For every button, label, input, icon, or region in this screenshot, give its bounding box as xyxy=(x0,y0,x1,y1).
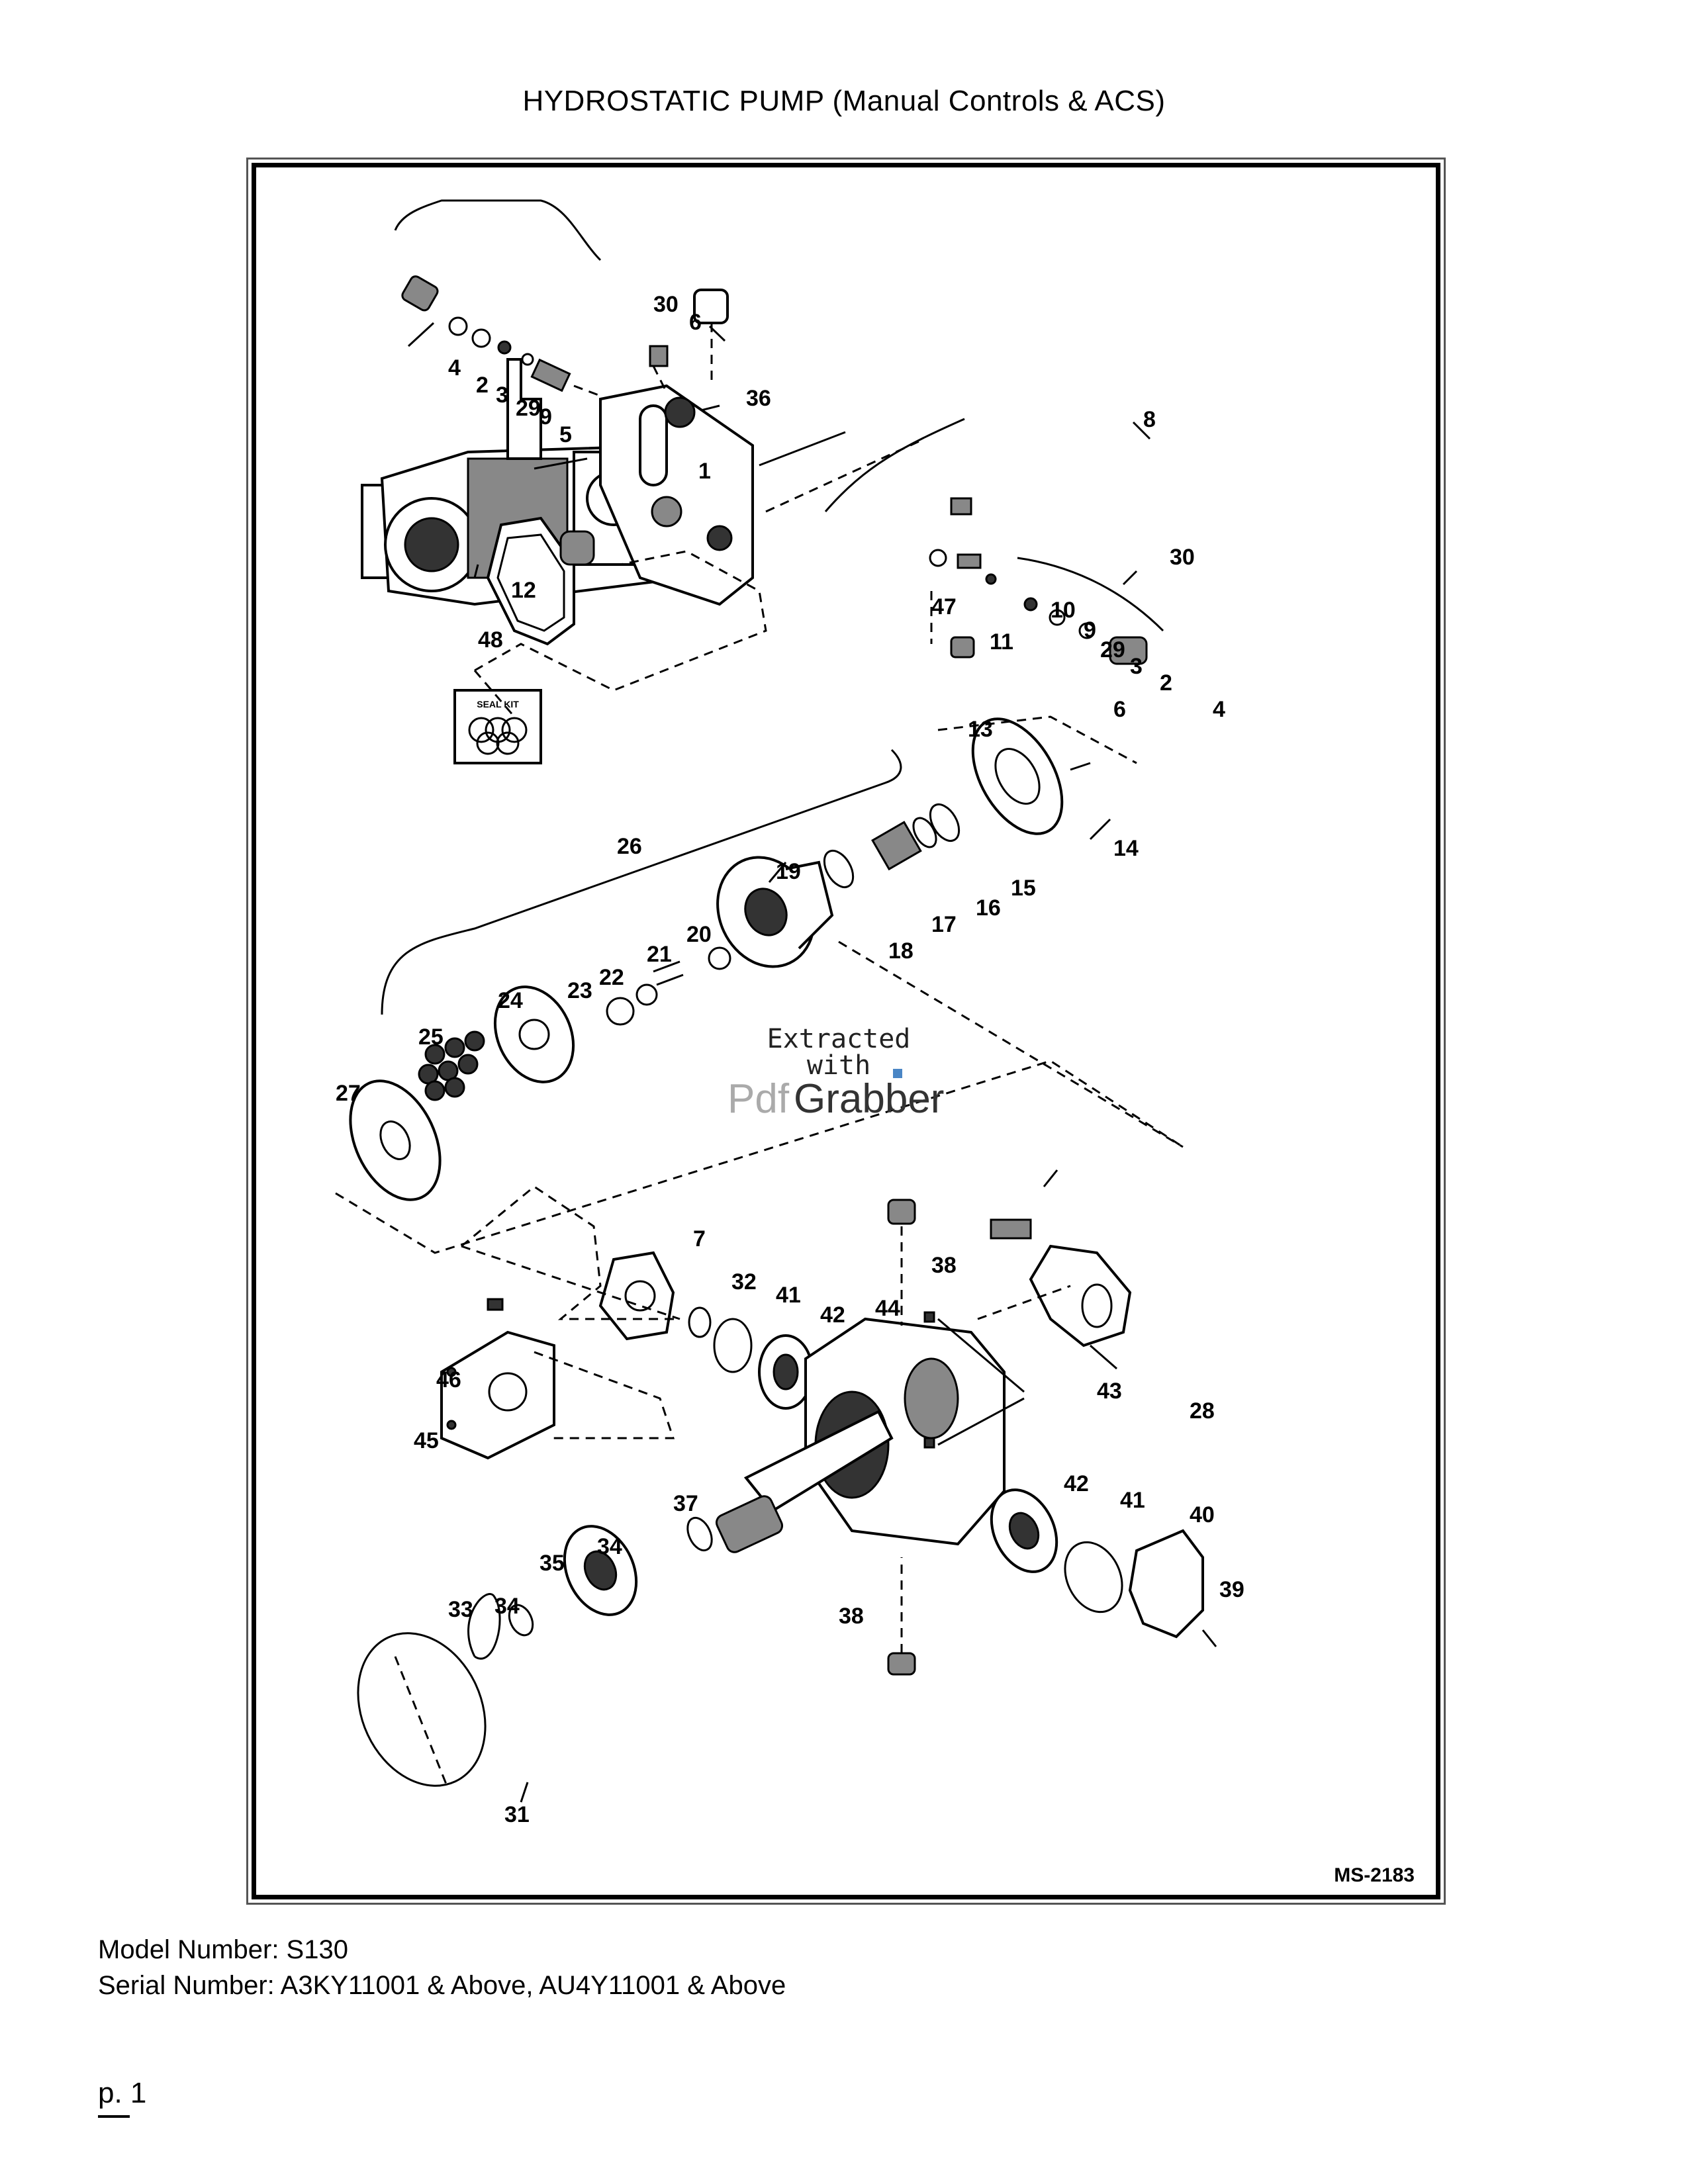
watermark-line2: with xyxy=(807,1050,870,1081)
callout-27: 27 xyxy=(336,1081,361,1106)
callout-26: 26 xyxy=(617,834,642,859)
gasket-and-bearing xyxy=(473,516,767,717)
housing-group xyxy=(461,1185,1132,1546)
shaft-group xyxy=(357,1410,894,1790)
model-number: Model Number: S130 xyxy=(98,1935,348,1964)
callout-36: 36 xyxy=(746,386,771,411)
bracket-group xyxy=(440,1298,675,1460)
callout-22: 22 xyxy=(599,965,624,990)
callout-32: 32 xyxy=(731,1269,757,1295)
callout-14: 14 xyxy=(1113,836,1139,861)
callout-45: 45 xyxy=(414,1428,439,1453)
callout-38a: 38 xyxy=(931,1253,957,1278)
callout-33: 33 xyxy=(448,1597,473,1622)
callout-30a: 4 xyxy=(448,355,461,381)
callout-24: 24 xyxy=(498,988,523,1013)
callout-9a: 9 xyxy=(539,404,552,430)
callout-47: 47 xyxy=(931,594,957,619)
callout-1-top: 30 xyxy=(653,292,679,317)
callout-3b: 3 xyxy=(1130,654,1143,679)
valve-plate-group xyxy=(823,715,1137,888)
page-number: p. 1 xyxy=(98,2077,147,2109)
callout-41a: 41 xyxy=(776,1283,801,1308)
callout-28: 28 xyxy=(1190,1398,1215,1424)
callout-43: 43 xyxy=(1097,1379,1122,1404)
callout-8: 8 xyxy=(1143,407,1156,432)
callout-1: 1 xyxy=(698,459,711,484)
callout-34b: 34 xyxy=(494,1594,520,1619)
callout-labels: 30 4 2 3 29 9 5 36 6 8 1 30 10 9 29 3 2 … xyxy=(336,292,1244,1827)
callout-39: 39 xyxy=(1219,1577,1244,1602)
callout-34a: 34 xyxy=(597,1534,622,1559)
callout-17: 17 xyxy=(931,912,957,937)
leader-lines xyxy=(407,322,1151,1803)
seal-kit-text: SEAL KIT xyxy=(477,699,519,709)
callout-30b: 30 xyxy=(1170,545,1195,570)
watermark-brand-b: Grabber xyxy=(794,1076,944,1122)
callout-4b: 4 xyxy=(1213,697,1225,722)
relief-valve-right xyxy=(824,418,1164,665)
callout-21: 21 xyxy=(647,942,672,967)
callout-16: 16 xyxy=(976,895,1001,921)
callout-15: 15 xyxy=(1011,876,1036,901)
callout-5: 5 xyxy=(559,422,572,447)
end-cover-illustration xyxy=(599,289,754,606)
diagram-border xyxy=(252,163,1440,1899)
callout-19: 19 xyxy=(776,859,801,884)
callout-3a: 3 xyxy=(496,383,508,408)
callout-13: 13 xyxy=(968,717,993,742)
callout-42a: 42 xyxy=(820,1302,845,1328)
rotating-group xyxy=(335,749,1184,1254)
watermark: Extracted with Pdf Grabber xyxy=(727,1024,944,1122)
callout-20: 20 xyxy=(686,922,712,947)
callout-6a: 6 xyxy=(689,310,702,335)
callout-35: 35 xyxy=(539,1551,565,1576)
callout-25: 25 xyxy=(418,1024,444,1050)
callout-10: 10 xyxy=(1051,598,1076,623)
watermark-icon xyxy=(893,1069,902,1078)
callout-11: 11 xyxy=(990,629,1013,655)
callout-38b: 38 xyxy=(839,1604,864,1629)
callout-12: 12 xyxy=(511,578,536,603)
serial-number: Serial Number: A3KY11001 & Above, AU4Y11… xyxy=(98,1971,786,2000)
callout-6b: 6 xyxy=(1113,697,1126,722)
rear-cover-group xyxy=(887,1488,1217,1676)
callout-29a: 29 xyxy=(516,396,541,421)
callout-37: 37 xyxy=(673,1491,698,1516)
callout-2b: 2 xyxy=(1160,670,1172,696)
callout-2a: 2 xyxy=(476,373,489,398)
callout-23: 23 xyxy=(567,978,592,1003)
callout-9b: 9 xyxy=(1084,617,1096,643)
watermark-line1: Extracted xyxy=(767,1024,911,1054)
callout-41b: 41 xyxy=(1120,1488,1145,1513)
page-title: HYDROSTATIC PUMP (Manual Controls & ACS) xyxy=(522,85,1166,117)
relief-valve-top xyxy=(394,199,602,397)
callout-29b: 29 xyxy=(1100,637,1125,662)
exploded-parts-diagram: SEAL KIT xyxy=(335,199,1415,1886)
seal-kit-illustration: SEAL KIT xyxy=(453,689,542,764)
callout-46: 46 xyxy=(436,1367,461,1392)
callout-48: 48 xyxy=(478,627,503,653)
callout-18: 18 xyxy=(888,938,914,964)
page-divider xyxy=(98,2115,130,2118)
callout-44: 44 xyxy=(875,1296,900,1321)
callout-40: 40 xyxy=(1190,1502,1215,1527)
diagram-frame xyxy=(246,158,1446,1905)
watermark-brand-a: Pdf xyxy=(727,1076,790,1122)
drawing-number: MS-2183 xyxy=(1334,1864,1415,1886)
callout-31: 31 xyxy=(504,1802,530,1827)
callout-42b: 42 xyxy=(1064,1471,1089,1496)
callout-7: 7 xyxy=(693,1226,706,1251)
